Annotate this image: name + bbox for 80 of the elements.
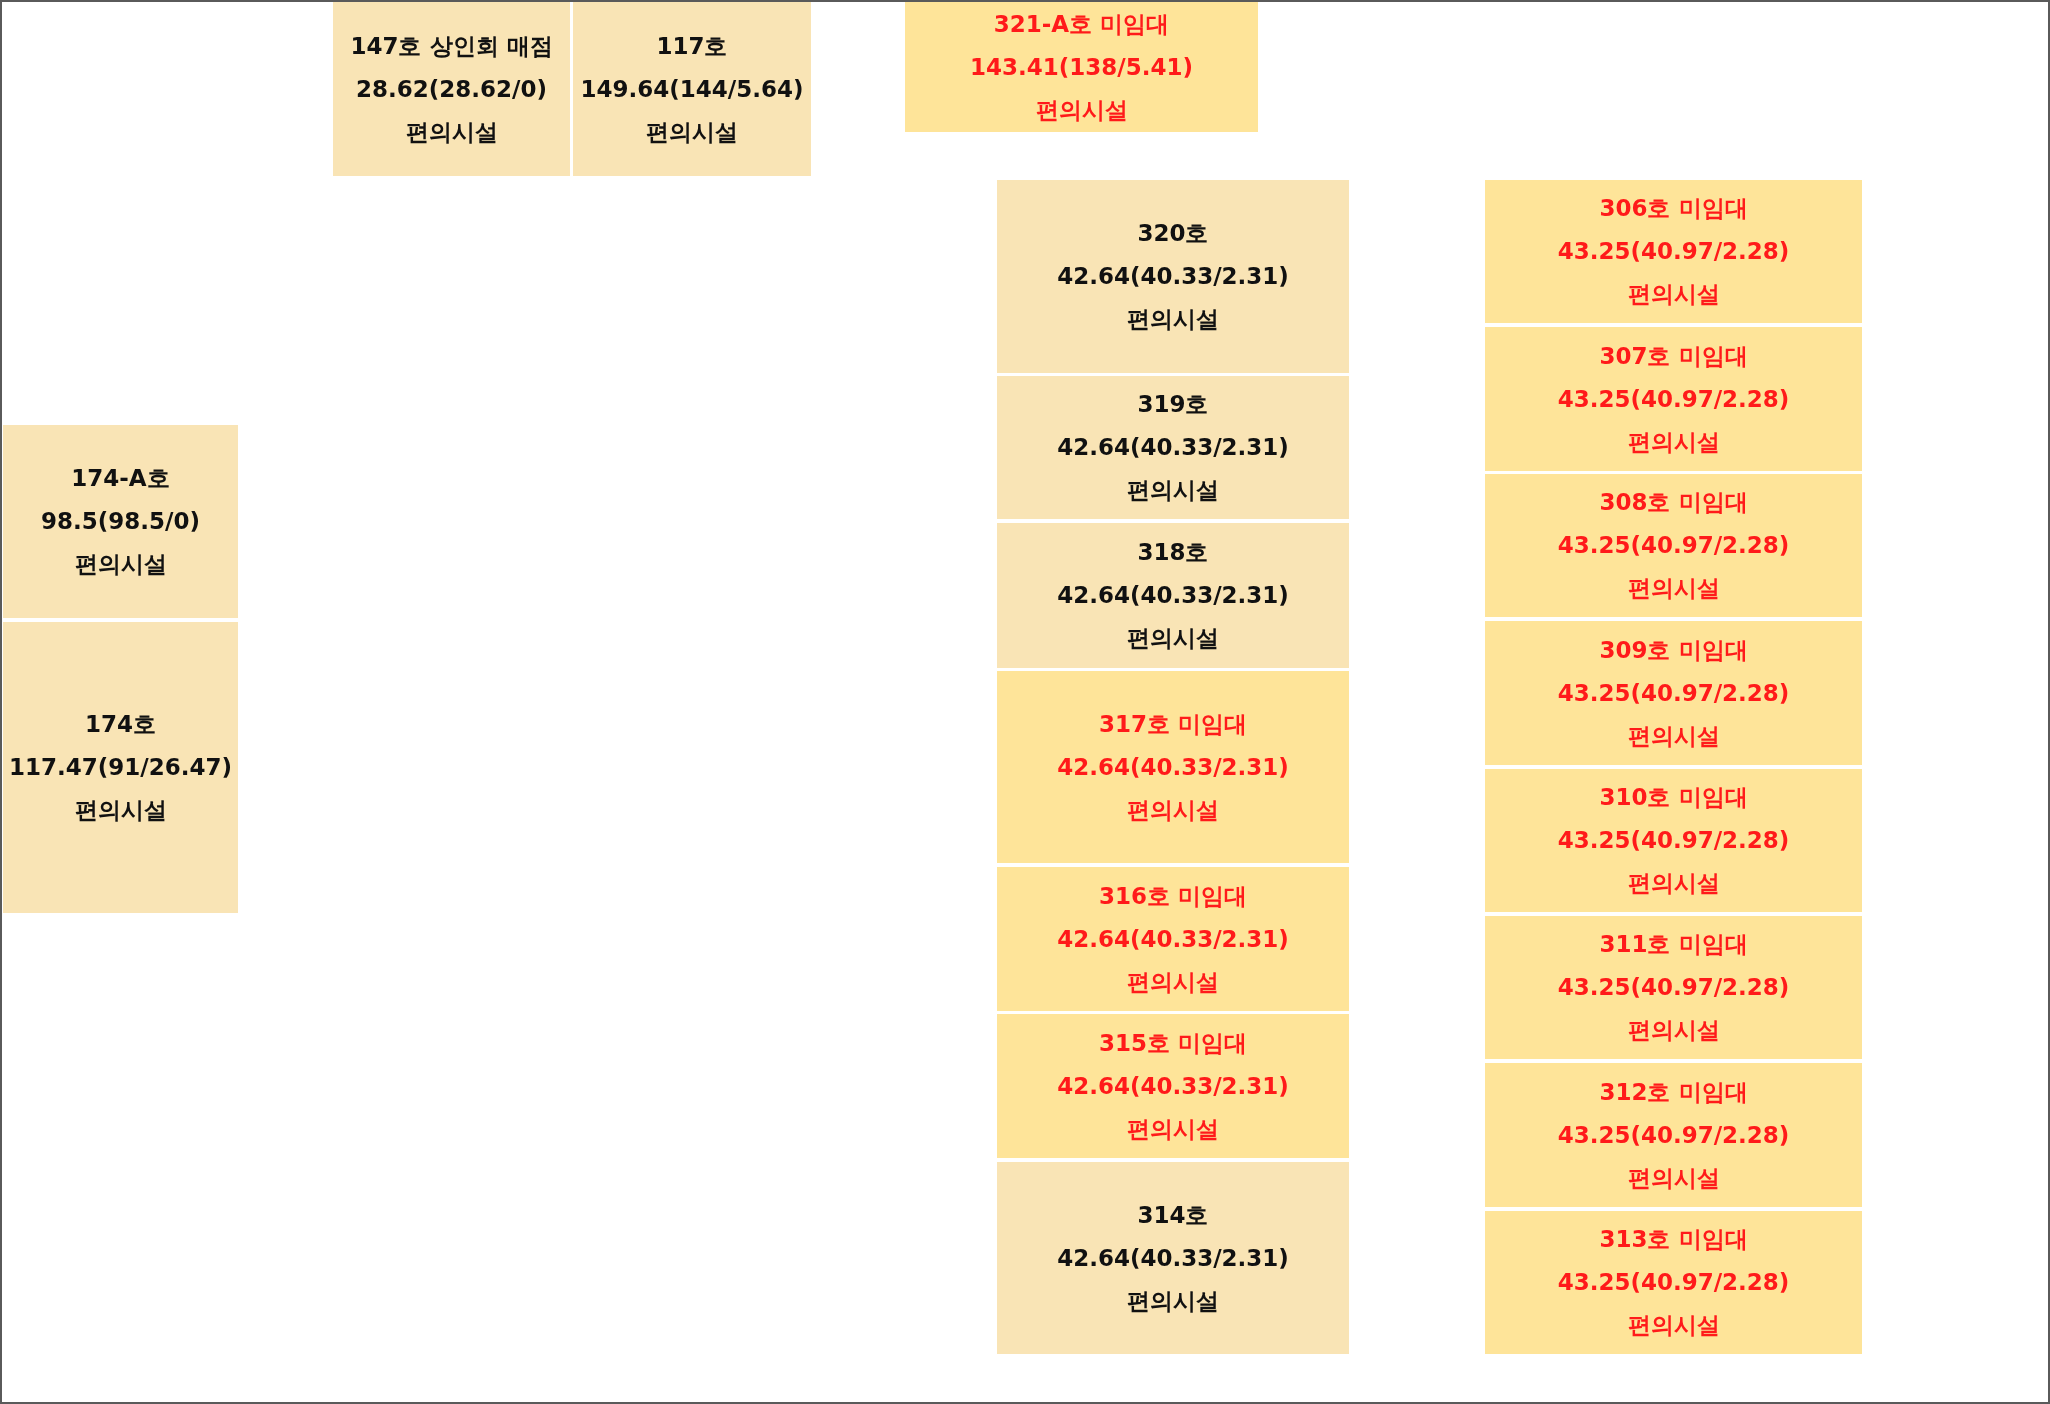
- use-label: 편의시설: [1627, 427, 1720, 457]
- unit-label: 308호 미임대: [1599, 488, 1748, 517]
- unit-box: [1485, 180, 1862, 323]
- unit-label: 311호 미임대: [1599, 930, 1748, 959]
- use-label: 편의시설: [1127, 1286, 1219, 1316]
- unit-label: 315호 미임대: [1099, 1028, 1247, 1058]
- unit-label: 307호 미임대: [1599, 341, 1748, 371]
- unit-label: 317호 미임대: [1099, 709, 1247, 739]
- area-label: 43.25(40.97/2.28): [1557, 1120, 1790, 1150]
- use-label: 편의시설: [405, 117, 498, 147]
- unit-box: [1485, 621, 1862, 765]
- use-label: 편의시설: [1127, 476, 1219, 505]
- use-label: 편의시설: [1627, 574, 1720, 603]
- use-label: 편의시설: [1627, 1016, 1720, 1045]
- area-label: 43.25(40.97/2.28): [1557, 1268, 1790, 1297]
- area-label: 143.41(138/5.41): [970, 52, 1193, 82]
- use-label: 편의시설: [1127, 795, 1219, 825]
- area-label: 28.62(28.62/0): [356, 74, 547, 104]
- unit-label: 320호: [1137, 219, 1209, 248]
- unit-box: [997, 671, 1349, 863]
- unit-box: [997, 523, 1349, 668]
- use-label: 편의시설: [74, 796, 167, 825]
- use-label: 편의시설: [1127, 1114, 1219, 1144]
- unit-label: 321-A호 미임대: [993, 9, 1170, 39]
- area-label: 43.25(40.97/2.28): [1557, 973, 1790, 1002]
- area-label: 42.64(40.33/2.31): [1057, 433, 1289, 462]
- unit-label: 319호: [1137, 390, 1209, 419]
- unit-label: 117호: [656, 31, 728, 61]
- area-label: 43.25(40.97/2.28): [1557, 531, 1790, 560]
- unit-label: 316호 미임대: [1099, 881, 1247, 911]
- unit-box: [573, 2, 811, 176]
- area-label: 117.47(91/26.47): [9, 753, 232, 782]
- unit-box: [3, 425, 238, 618]
- unit-label: 147호 상인회 매점: [350, 31, 553, 61]
- use-label: 편의시설: [1035, 95, 1128, 125]
- unit-box: [997, 180, 1349, 373]
- unit-label: 174호: [85, 710, 156, 739]
- unit-label: 312호 미임대: [1599, 1077, 1748, 1107]
- area-label: 98.5(98.5/0): [41, 507, 200, 536]
- area-label: 42.64(40.33/2.31): [1057, 581, 1289, 610]
- unit-box: [3, 622, 238, 913]
- use-label: 편의시설: [1127, 624, 1219, 653]
- unit-label: 310호 미임대: [1599, 783, 1748, 812]
- use-label: 편의시설: [74, 550, 167, 579]
- unit-label: 318호: [1137, 538, 1209, 567]
- use-label: 편의시설: [646, 117, 738, 147]
- use-label: 편의시설: [1627, 280, 1720, 309]
- area-label: 43.25(40.97/2.28): [1557, 384, 1790, 414]
- unit-box: [1485, 327, 1862, 471]
- unit-label: 174-A호: [71, 464, 170, 493]
- unit-box: [997, 1014, 1349, 1158]
- use-label: 편의시설: [1127, 305, 1219, 334]
- unit-box: [1485, 769, 1862, 912]
- area-label: 42.64(40.33/2.31): [1057, 1243, 1289, 1273]
- use-label: 편의시설: [1627, 1163, 1720, 1193]
- area-label: 43.25(40.97/2.28): [1557, 237, 1790, 266]
- use-label: 편의시설: [1627, 721, 1720, 751]
- area-label: 43.25(40.97/2.28): [1557, 826, 1790, 855]
- unit-box: [1485, 916, 1862, 1059]
- area-label: 43.25(40.97/2.28): [1557, 678, 1790, 708]
- unit-label: 313호 미임대: [1599, 1225, 1748, 1254]
- unit-label: 314호: [1137, 1200, 1209, 1230]
- unit-box: [1485, 1211, 1862, 1354]
- unit-label: 309호 미임대: [1599, 635, 1748, 665]
- area-label: 42.64(40.33/2.31): [1057, 1071, 1289, 1101]
- unit-label: 306호 미임대: [1599, 194, 1748, 223]
- unit-box: [333, 2, 570, 176]
- use-label: 편의시설: [1627, 869, 1720, 898]
- unit-box: [1485, 1063, 1862, 1207]
- unit-box: [997, 376, 1349, 519]
- use-label: 편의시설: [1127, 967, 1219, 997]
- unit-box: [1485, 474, 1862, 617]
- area-label: 42.64(40.33/2.31): [1057, 752, 1289, 782]
- unit-box: [997, 867, 1349, 1011]
- unit-box: [997, 1162, 1349, 1354]
- area-label: 42.64(40.33/2.31): [1057, 924, 1289, 954]
- use-label: 편의시설: [1627, 1311, 1720, 1340]
- area-label: 149.64(144/5.64): [580, 74, 804, 104]
- area-label: 42.64(40.33/2.31): [1057, 262, 1289, 291]
- unit-box: [905, 2, 1258, 132]
